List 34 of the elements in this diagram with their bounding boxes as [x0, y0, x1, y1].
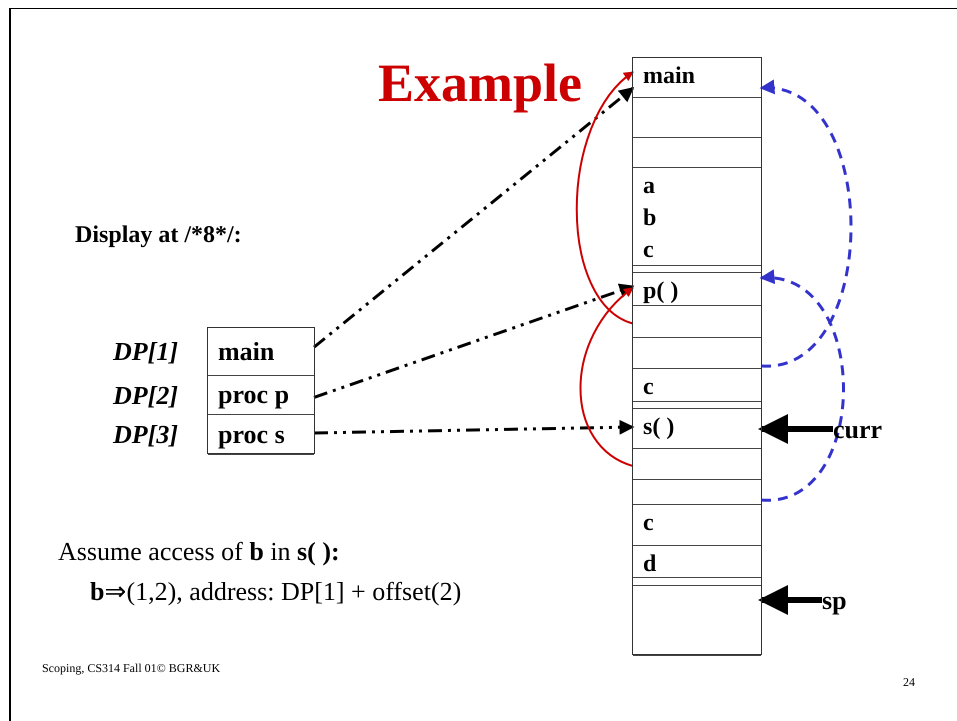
link-arrow — [576, 71, 634, 324]
pointer-label: sp — [822, 588, 847, 614]
cell-text: p( ) — [643, 277, 680, 305]
link-arrow — [314, 284, 634, 399]
index-label: DP[3] — [112, 422, 178, 448]
slide-title: Example — [378, 56, 582, 110]
link-arrow — [760, 82, 852, 368]
cell-text: main — [643, 62, 696, 90]
cell-text: c — [643, 373, 655, 401]
link-arrow — [760, 272, 845, 502]
footer-text: Scoping, CS314 Fall 01© BGR&UK — [42, 662, 220, 676]
pointer-arrow — [758, 414, 833, 444]
formula-text: b⇒(1,2), address: DP[1] + offset(2) — [90, 578, 462, 607]
cell-text: proc s — [218, 420, 286, 448]
display-table — [207, 327, 315, 454]
link-arrow — [580, 287, 634, 467]
index-label: DP[2] — [112, 382, 178, 408]
note-text: Assume access of b in s( ): — [58, 538, 340, 567]
pointer-label: curr — [833, 417, 882, 443]
index-label: DP[1] — [112, 339, 178, 365]
page-number: 24 — [903, 676, 915, 690]
cell-text: a — [643, 172, 656, 201]
cell-text: c — [643, 236, 655, 265]
cell-text: s( ) — [643, 413, 676, 441]
cell-text: b — [643, 204, 658, 233]
cell-text: main — [218, 338, 276, 366]
link-arrow — [313, 86, 634, 348]
cell-text: proc p — [218, 381, 290, 409]
cell-text: c — [643, 509, 655, 537]
heading-text: Display at /*8*/: — [75, 222, 242, 248]
stack-frame — [632, 57, 762, 655]
link-arrow — [314, 420, 634, 435]
pointer-arrow — [758, 585, 822, 615]
cell-text: d — [643, 550, 658, 578]
